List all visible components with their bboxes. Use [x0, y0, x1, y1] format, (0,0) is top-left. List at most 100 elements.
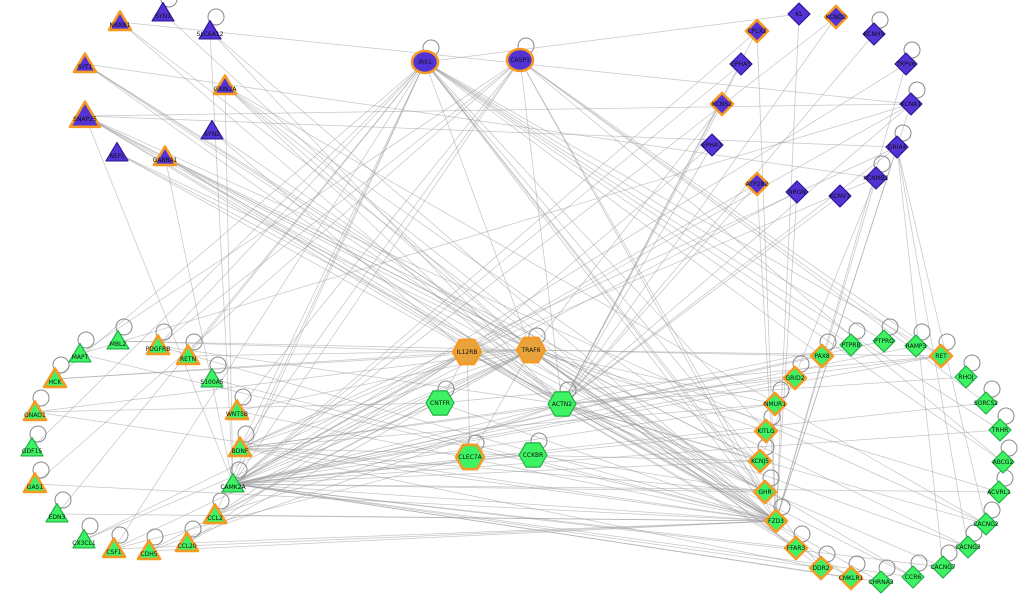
node-PDGFRB[interactable]: PDGFRB [145, 334, 171, 356]
node-DDR2[interactable]: DDR2 [808, 555, 834, 581]
node-KCNV1[interactable]: KCNV1 [828, 184, 852, 208]
node-shape-GHR[interactable] [752, 479, 778, 505]
node-FFAR3[interactable]: FFAR3 [783, 535, 809, 561]
node-IRS1[interactable]: IRS1 [410, 49, 440, 75]
node-CLEC7A[interactable]: CLEC7A [454, 443, 486, 471]
node-CDH5[interactable]: CDH5 [136, 539, 162, 561]
node-shape-NEFL[interactable] [105, 141, 129, 162]
node-S100A5[interactable]: S100A5 [200, 367, 224, 388]
node-KCNA1[interactable]: KCNA1 [899, 92, 923, 116]
node-GRIA4[interactable]: GRIA4 [885, 135, 909, 159]
node-shape-WNT5B[interactable] [224, 399, 250, 421]
node-shape-TRHR[interactable] [988, 418, 1012, 442]
node-shape-FFAR3[interactable] [783, 535, 809, 561]
node-GAS1[interactable]: GAS1 [22, 472, 48, 494]
node-CNTFR[interactable]: CNTFR [425, 390, 455, 416]
node-SYN2[interactable]: SYN2 [200, 119, 224, 140]
node-shape-KCNA1[interactable] [899, 92, 923, 116]
node-shape-NRXN1[interactable] [107, 10, 133, 32]
node-shape-SNAP25[interactable] [68, 100, 102, 129]
node-shape-KCNH5[interactable] [862, 22, 886, 46]
node-SYN1[interactable]: SYN1 [151, 1, 175, 22]
node-CACNG2[interactable]: CACNG2 [973, 512, 999, 536]
node-shape-CX3CL1[interactable] [72, 528, 96, 549]
node-RHOJ[interactable]: RHOJ [954, 365, 978, 389]
node-shape-KCNS2[interactable] [709, 91, 735, 117]
node-shape-GDF15[interactable] [20, 436, 44, 457]
node-SORCS2[interactable]: SORCS2 [974, 391, 998, 415]
node-shape-IL12RB[interactable] [451, 338, 483, 366]
node-MAPT[interactable]: MAPT [68, 342, 92, 363]
node-shape-NMUR1[interactable] [762, 391, 788, 417]
node-EDN3[interactable]: EDN3 [45, 502, 69, 523]
node-shape-CASP3[interactable] [505, 47, 535, 73]
node-ABCG2[interactable]: ABCG2 [991, 450, 1015, 474]
node-KCNH5[interactable]: KCNH5 [862, 22, 886, 46]
node-PTPRB[interactable]: PTPRB [839, 333, 863, 357]
node-SNAP25[interactable]: SNAP25 [68, 100, 102, 129]
node-shape-GRIA4[interactable] [885, 135, 909, 159]
node-shape-CMKLR1[interactable] [838, 565, 864, 591]
node-shape-SYN2[interactable] [200, 119, 224, 140]
node-CCL2[interactable]: CCL2 [202, 503, 228, 525]
node-shape-ABCG2[interactable] [991, 450, 1015, 474]
node-NEFL[interactable]: NEFL [105, 141, 129, 162]
node-shape-CCR6[interactable] [901, 565, 925, 589]
node-shape-TRAF6[interactable] [515, 336, 547, 364]
node-shape-S100A5[interactable] [200, 367, 224, 388]
node-shape-HCK[interactable] [42, 367, 68, 389]
node-shape-EDN3[interactable] [45, 502, 69, 523]
node-shape-RETN[interactable] [175, 344, 201, 366]
node-RAMP3[interactable]: RAMP3 [904, 334, 928, 358]
node-shape-GRID2[interactable] [782, 365, 808, 391]
node-shape-SORCS2[interactable] [974, 391, 998, 415]
node-CHRNA3[interactable]: CHRNA3 [868, 570, 894, 594]
node-shape-KCND2[interactable] [823, 4, 849, 30]
node-KCND2[interactable]: KCND2 [823, 4, 849, 30]
node-shape-CSF1[interactable] [101, 537, 127, 559]
node-CACNG3[interactable]: CACNG3 [955, 535, 981, 559]
node-shape-CLEC7A[interactable] [454, 443, 486, 471]
node-CPLX2[interactable]: CPLX2 [744, 18, 770, 44]
node-SLC6A12[interactable]: SLC6A12 [197, 19, 224, 40]
node-shape-RET[interactable] [928, 343, 954, 369]
node-shape-EPHA7[interactable] [700, 133, 724, 157]
node-CX3CL1[interactable]: CX3CL1 [72, 528, 96, 549]
node-shape-ACVRL1[interactable] [987, 480, 1011, 504]
node-KCNJ5[interactable]: KCNJ5 [747, 448, 773, 474]
node-TRPV6[interactable]: TRPV6 [894, 52, 918, 76]
node-shape-EPHA5[interactable] [729, 52, 753, 76]
node-shape-SYT1[interactable] [72, 52, 98, 74]
node-shape-CACNG3[interactable] [956, 535, 980, 559]
node-shape-PTPRB[interactable] [839, 333, 863, 357]
node-shape-CHRNA3[interactable] [869, 570, 893, 594]
node-shape-CACNG2[interactable] [974, 512, 998, 536]
node-shape-PDGFRB[interactable] [145, 334, 171, 356]
node-shape-RHOJ[interactable] [954, 365, 978, 389]
node-CACNG7[interactable]: CACNG7 [930, 555, 956, 579]
node-shape-PTPRO[interactable] [872, 329, 896, 353]
node-TRHR[interactable]: TRHR [988, 418, 1012, 442]
node-IL12RB[interactable]: IL12RB [451, 338, 483, 366]
node-shape-RAMP3[interactable] [904, 334, 928, 358]
node-shape-MBL2[interactable] [106, 329, 130, 350]
node-shape-SLC6A12[interactable] [198, 19, 222, 40]
node-shape-MAPT[interactable] [68, 342, 92, 363]
node-EPHA5[interactable]: EPHA5 [729, 52, 753, 76]
node-ACVRL1[interactable]: ACVRL1 [987, 480, 1011, 504]
node-shape-GRIN2A[interactable] [212, 74, 238, 96]
node-CCR6[interactable]: CCR6 [901, 565, 925, 589]
node-shape-KITLG[interactable] [753, 418, 779, 444]
node-shape-DDR2[interactable] [808, 555, 834, 581]
node-TRAF6[interactable]: TRAF6 [515, 336, 547, 364]
node-shape-KCNMB1[interactable] [864, 166, 888, 190]
node-CASP3[interactable]: CASP3 [505, 47, 535, 73]
node-shape-CDH5[interactable] [136, 539, 162, 561]
node-shape-ACTN2[interactable] [547, 391, 577, 417]
node-ATP2B2[interactable]: ATP2B2 [744, 171, 770, 197]
node-NRXN1[interactable]: NRXN1 [107, 10, 133, 32]
node-shape-CPLX2[interactable] [744, 18, 770, 44]
node-shape-KL[interactable] [787, 2, 811, 26]
node-shape-PAX8[interactable] [809, 343, 835, 369]
node-shape-CAMK2A[interactable] [221, 472, 245, 493]
